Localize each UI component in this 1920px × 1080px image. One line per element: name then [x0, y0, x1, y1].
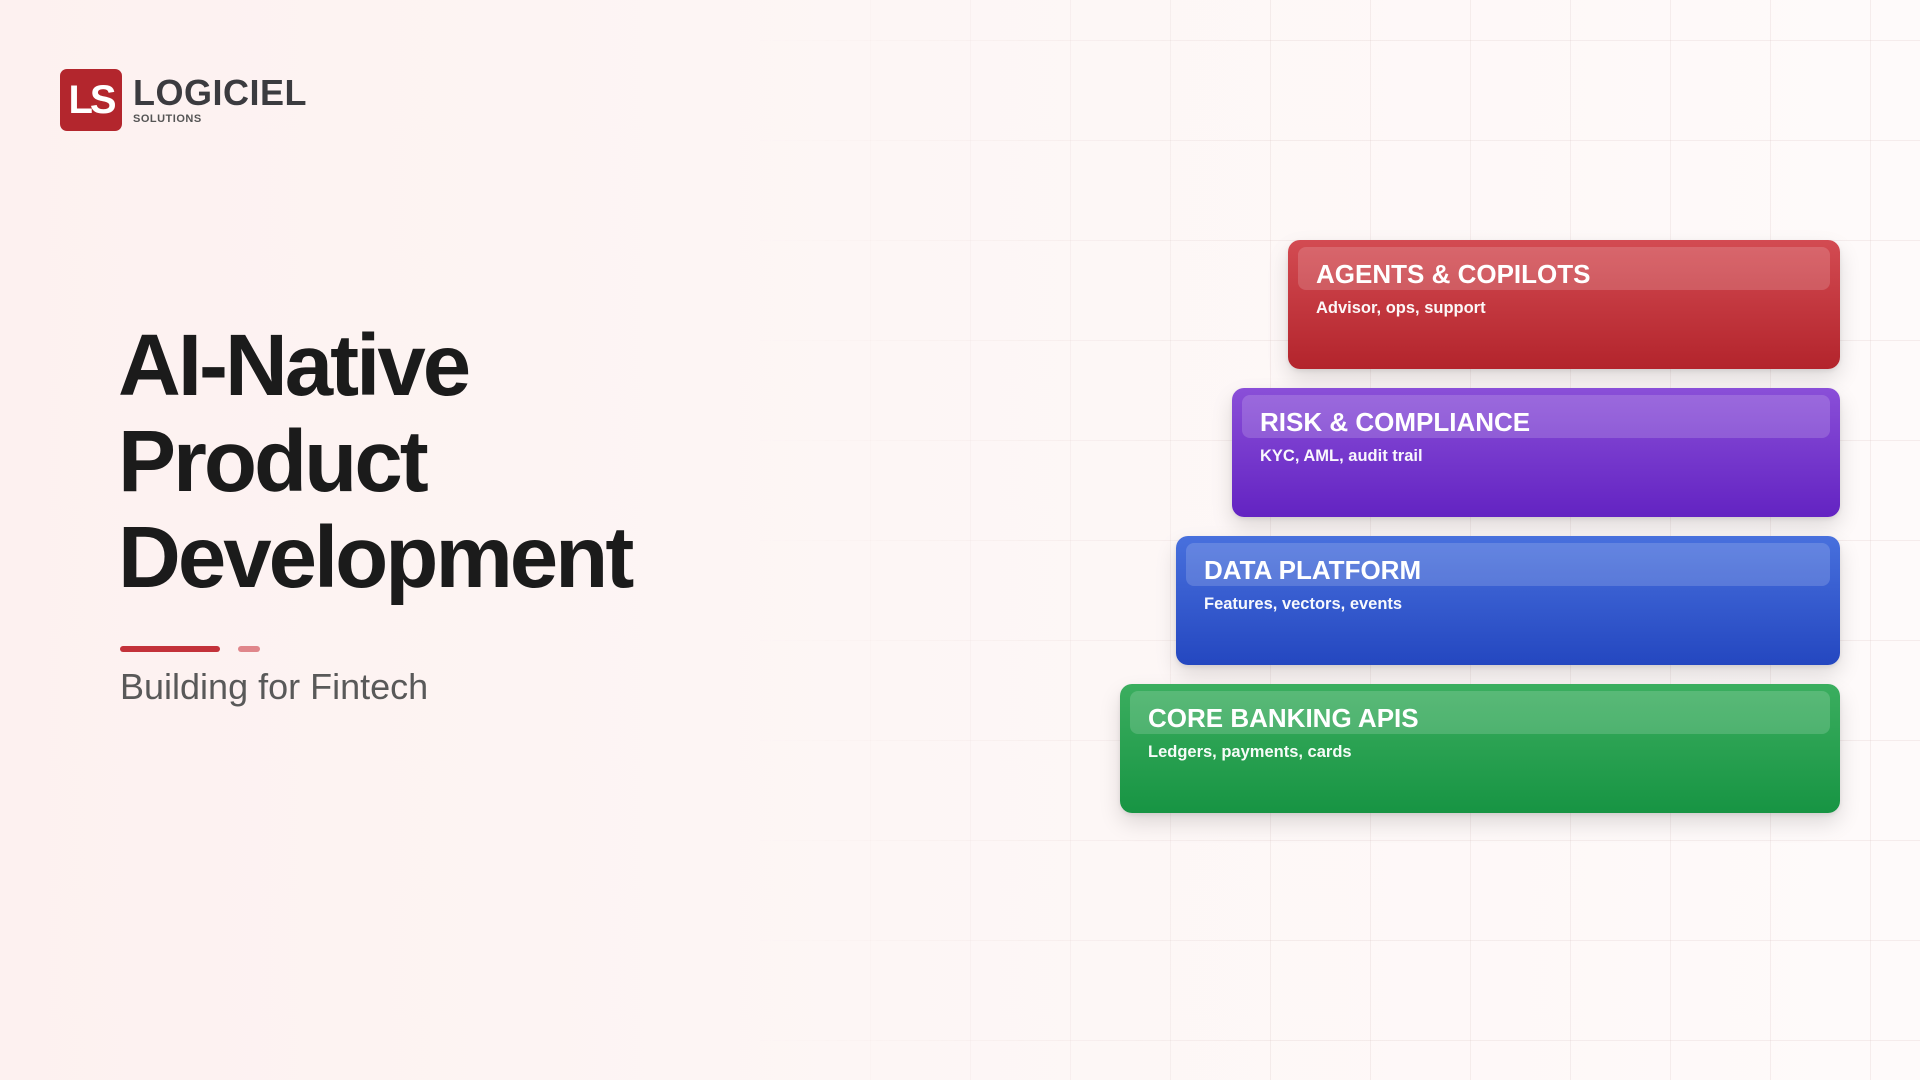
- layer-title: CORE BANKING APIS: [1148, 703, 1419, 733]
- accent-bar-short: [238, 646, 260, 652]
- layer-subtitle: Advisor, ops, support: [1316, 299, 1486, 317]
- layer-highlight: [1130, 691, 1830, 734]
- layer-subtitle: Ledgers, payments, cards: [1148, 743, 1352, 761]
- logo-mark-icon: LS: [60, 69, 122, 131]
- brand-tagline: SOLUTIONS: [133, 113, 202, 125]
- layer-risk-compliance: RISK & COMPLIANCE KYC, AML, audit trail: [1232, 388, 1840, 517]
- page-title: AI-Native Product Development: [118, 317, 634, 606]
- layer-core-banking-apis: CORE BANKING APIS Ledgers, payments, car…: [1120, 684, 1840, 813]
- logo-text: LOGICIEL SOLUTIONS: [133, 72, 307, 126]
- layer-agents-copilots: AGENTS & COPILOTS Advisor, ops, support: [1288, 240, 1840, 369]
- layer-highlight: [1298, 247, 1830, 290]
- layer-title: DATA PLATFORM: [1204, 555, 1422, 585]
- layer-data-platform: DATA PLATFORM Features, vectors, events: [1176, 536, 1840, 665]
- layer-subtitle: KYC, AML, audit trail: [1260, 447, 1423, 465]
- layer-subtitle: Features, vectors, events: [1204, 595, 1403, 613]
- layer-highlight: [1186, 543, 1830, 586]
- title-line-2: Product: [118, 413, 429, 510]
- layer-title: AGENTS & COPILOTS: [1316, 259, 1591, 289]
- layer-title: RISK & COMPLIANCE: [1260, 407, 1531, 437]
- title-line-3: Development: [118, 509, 634, 606]
- brand-name: LOGICIEL: [133, 72, 307, 113]
- title-line-1: AI-Native: [118, 317, 471, 414]
- page-subtitle: Building for Fintech: [120, 666, 429, 707]
- layer-highlight: [1242, 395, 1830, 438]
- accent-bar-long: [120, 646, 220, 652]
- brand-logo: LS LOGICIEL SOLUTIONS: [60, 69, 307, 131]
